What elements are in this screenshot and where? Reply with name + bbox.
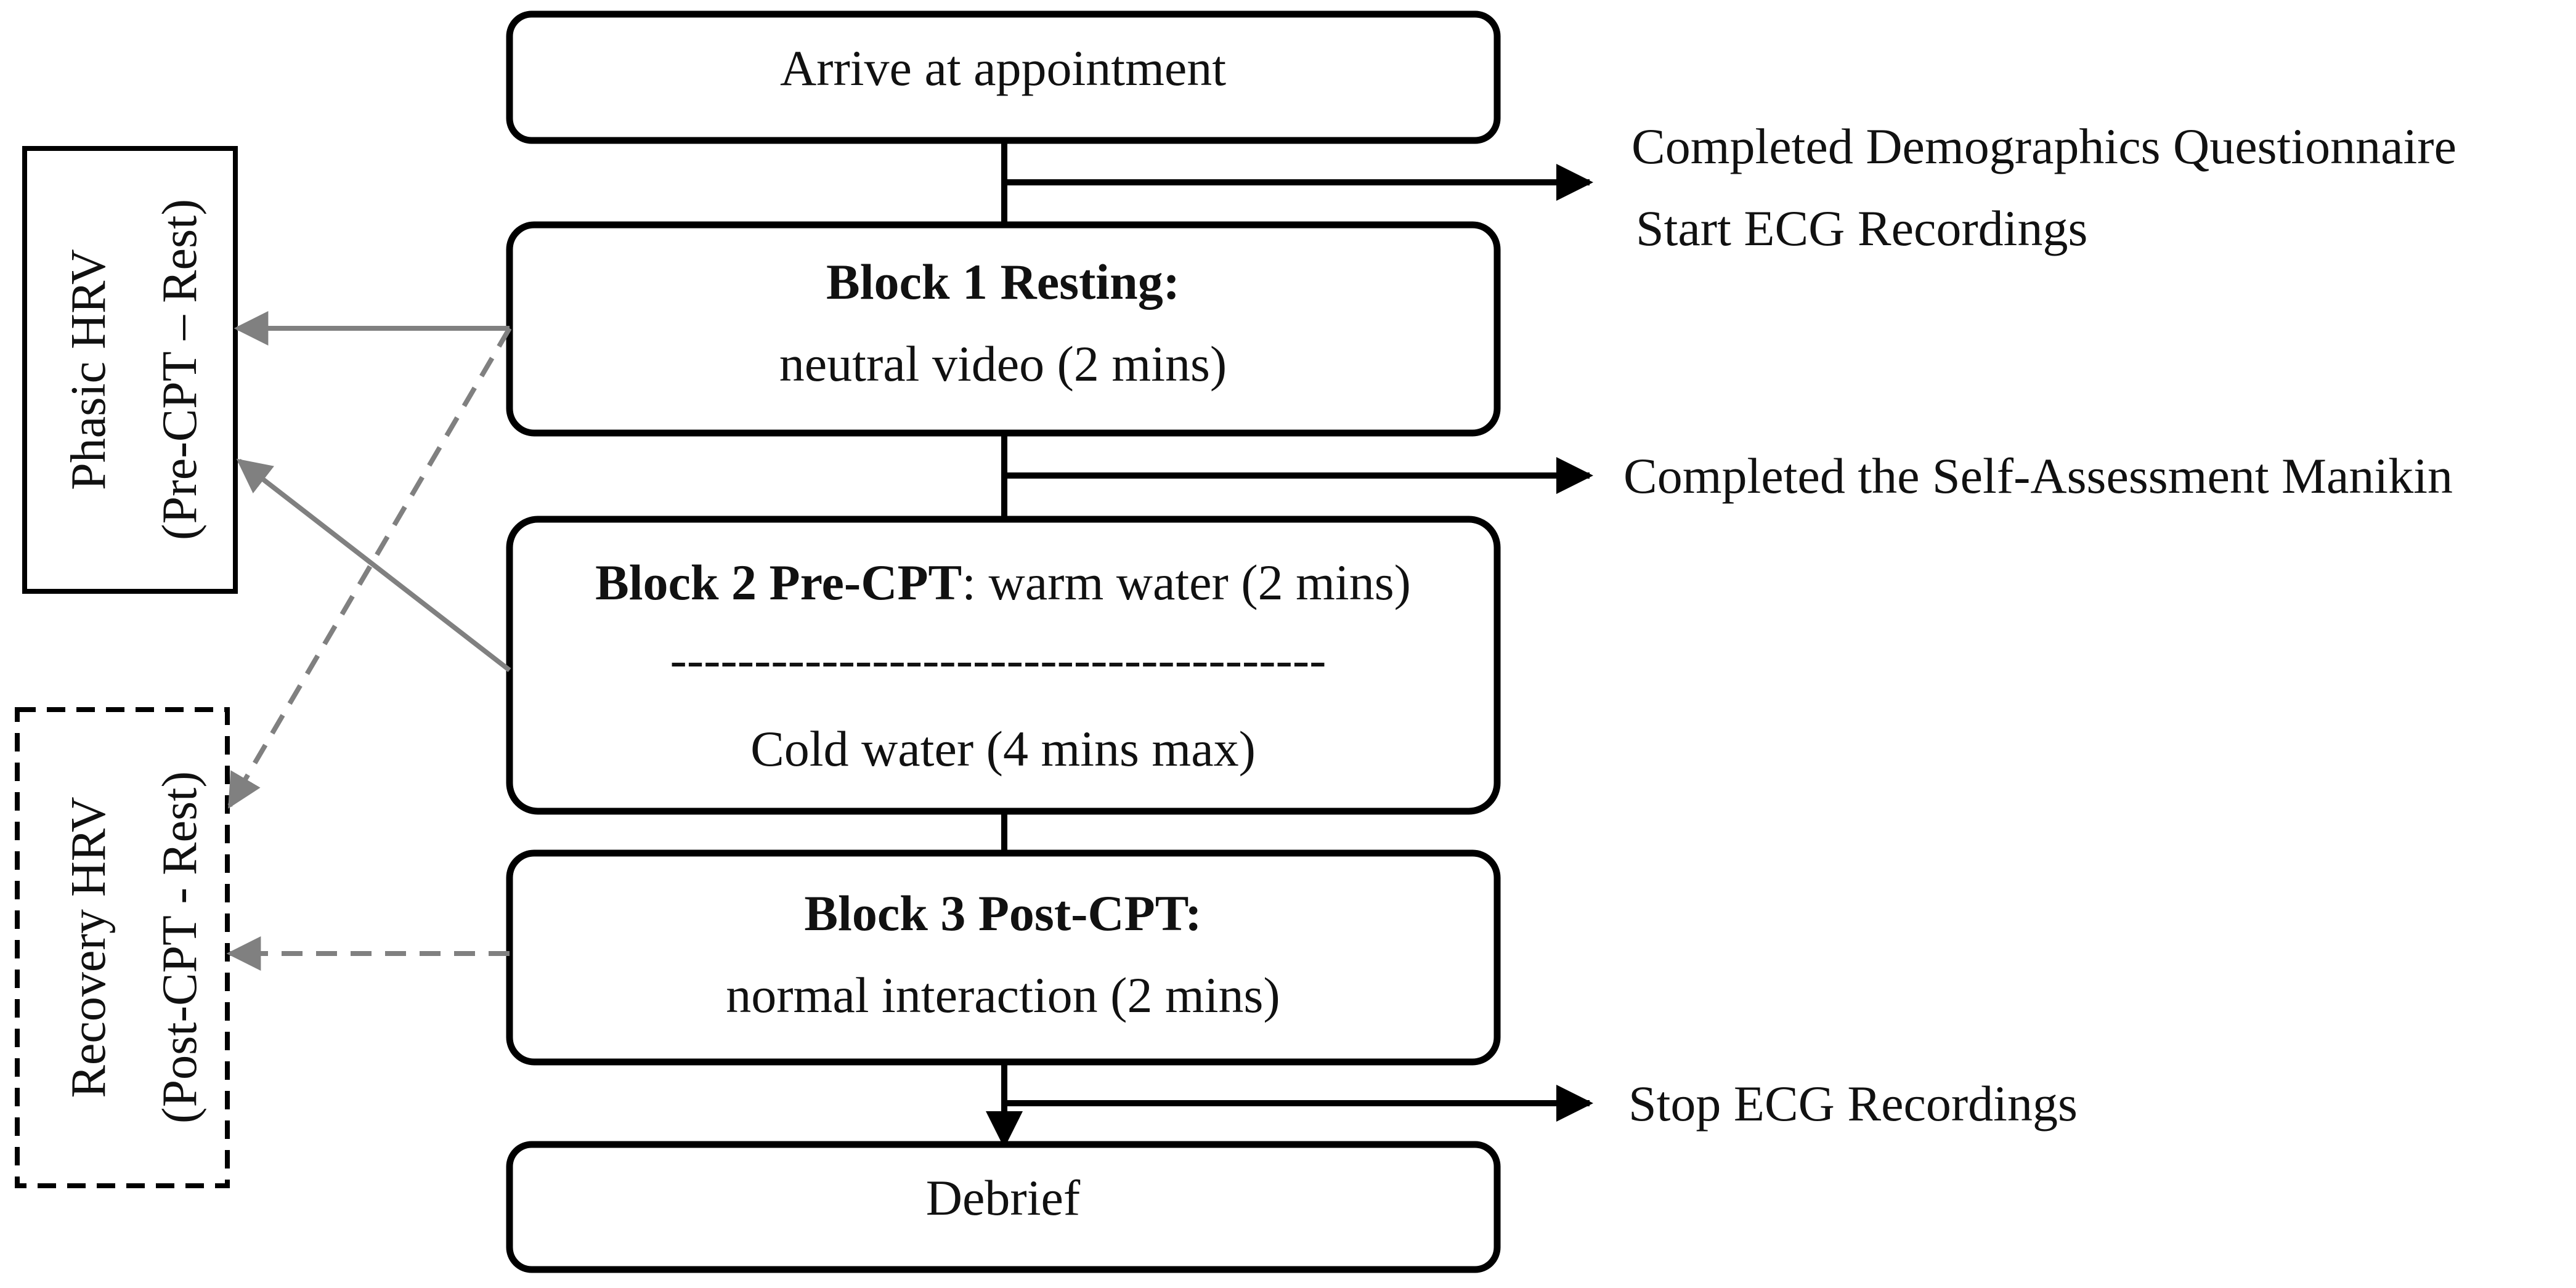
box-phasic-hrv: Phasic HRV (Pre-CPT – Rest) [22, 146, 238, 594]
box-debrief: Debrief [506, 1141, 1501, 1273]
arrow-block1-to-recovery [227, 326, 512, 809]
block2-detail-b: Cold water (4 mins max) [750, 721, 1256, 777]
box-block2: Block 2 Pre-CPT: warm water (2 mins) ---… [506, 516, 1501, 815]
recovery-hrv-line1: Recovery HRV [62, 796, 116, 1098]
hrv-arrows [226, 311, 512, 971]
block2-heading-line: Block 2 Pre-CPT: warm water (2 mins) [595, 554, 1411, 610]
box-block3: Block 3 Post-CPT: normal interaction (2 … [506, 849, 1501, 1066]
block2-separator: --------------------------------------- [670, 631, 1327, 687]
box-block1: Block 1 Resting: neutral video (2 mins) [506, 221, 1501, 437]
block3-title: Block 3 Post-CPT: [804, 885, 1201, 941]
box-arrive: Arrive at appointment [506, 10, 1501, 144]
arrow-block2-to-phasic [236, 458, 511, 673]
block1-title: Block 1 Resting: [826, 254, 1180, 310]
box-recovery-hrv: Recovery HRV (Post-CPT - Rest) [15, 707, 230, 1188]
block2-detail-a: : warm water (2 mins) [962, 554, 1411, 610]
side-note-arrows [1004, 164, 1593, 1122]
note-stop-ecg: Stop ECG Recordings [1628, 1075, 2078, 1132]
side-notes: Completed Demographics Questionnaire Sta… [1623, 118, 2456, 1132]
phasic-hrv-line2: (Pre-CPT – Rest) [153, 199, 207, 540]
note-sam: Completed the Self-Assessment Manikin [1623, 448, 2453, 504]
block3-detail: normal interaction (2 mins) [726, 967, 1280, 1023]
phasic-hrv-line1: Phasic HRV [62, 249, 116, 490]
note-demographics: Completed Demographics Questionnaire [1631, 118, 2456, 174]
arrive-label: Arrive at appointment [780, 40, 1226, 96]
recovery-hrv-line2: (Post-CPT - Rest) [153, 771, 207, 1124]
block2-title: Block 2 Pre-CPT [595, 554, 962, 610]
debrief-label: Debrief [926, 1170, 1081, 1226]
note-start-ecg: Start ECG Recordings [1636, 200, 2087, 256]
block1-detail: neutral video (2 mins) [779, 336, 1227, 392]
